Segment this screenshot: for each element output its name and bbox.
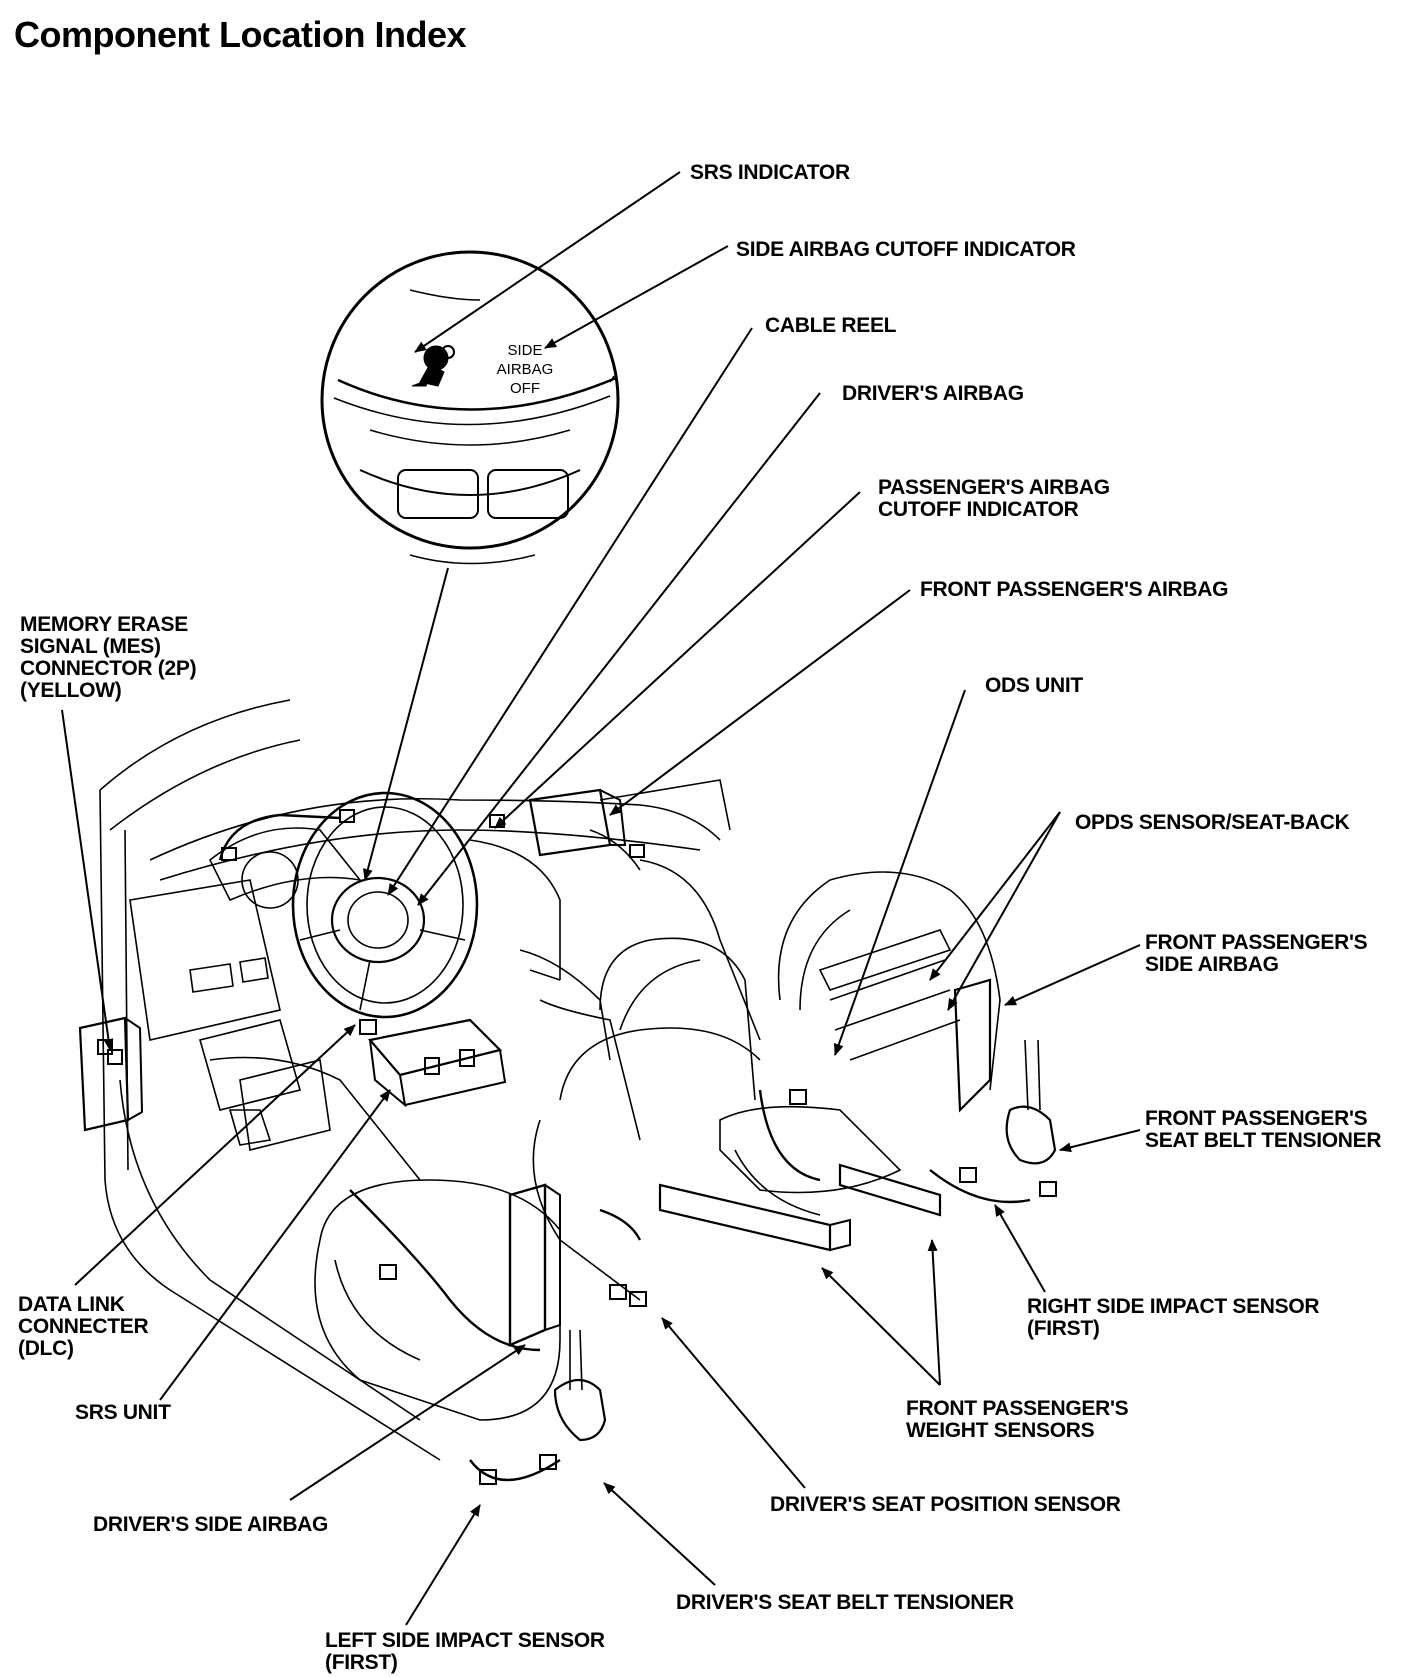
label-opds-sensor-seat-back: OPDS SENSOR/SEAT-BACK (1075, 811, 1350, 834)
label-drivers-airbag: DRIVER'S AIRBAG (842, 382, 1024, 405)
leader-inset-to-dash (362, 567, 449, 881)
leader-srs-unit (159, 1089, 391, 1401)
leader-side-airbag-cutoff-indicator (544, 245, 729, 349)
label-drivers-side-airbag: DRIVER'S SIDE AIRBAG (93, 1513, 329, 1536)
srs-indicator-icon (411, 345, 455, 387)
label-front-passengers-weight-sensors: FRONT PASSENGER'S WEIGHT SENSORS (906, 1397, 1129, 1442)
label-ods-unit: ODS UNIT (985, 674, 1083, 697)
vehicle-interior-drawing (78, 699, 1057, 1485)
leader-drivers-airbag (417, 392, 821, 906)
label-drivers-seat-position-sensor: DRIVER'S SEAT POSITION SENSOR (770, 1493, 1121, 1516)
leader-right-side-impact-sensor (994, 1204, 1046, 1293)
leader-passengers-airbag-cutoff-indicator (494, 491, 861, 829)
leader-srs-indicator (414, 171, 681, 353)
leader-cable-reel (387, 327, 753, 896)
leader-left-side-impact-sensor (405, 1504, 481, 1626)
leader-drivers-side-airbag (289, 1344, 526, 1501)
inset-side-airbag-off-line2: AIRBAG (497, 361, 554, 378)
leader-front-passengers-side-airbag (1004, 944, 1141, 1006)
leader-weight-sensor-2 (821, 1267, 941, 1386)
label-cable-reel: CABLE REEL (765, 314, 897, 337)
leader-data-link-connector (74, 1024, 356, 1286)
label-drivers-seat-belt-tensioner: DRIVER'S SEAT BELT TENSIONER (676, 1591, 1014, 1614)
leader-mes-connector (61, 709, 114, 1051)
leader-front-passengers-airbag (609, 589, 911, 816)
inset-magnifier (320, 250, 620, 565)
label-front-passengers-airbag: FRONT PASSENGER'S AIRBAG (920, 578, 1229, 601)
leader-front-passengers-seat-belt-tensioner (1059, 1129, 1141, 1153)
label-side-airbag-cutoff-indicator: SIDE AIRBAG CUTOFF INDICATOR (736, 238, 1076, 261)
leader-ods-unit (833, 689, 966, 1056)
label-left-side-impact-sensor: LEFT SIDE IMPACT SENSOR (FIRST) (325, 1629, 605, 1674)
label-data-link-connector: DATA LINK CONNECTER (DLC) (18, 1293, 149, 1360)
leader-drivers-seat-belt-tensioner (603, 1482, 716, 1586)
leader-opds-1 (929, 811, 1061, 981)
label-srs-indicator: SRS INDICATOR (690, 161, 850, 184)
leader-weight-sensor-1 (927, 1239, 941, 1386)
leader-drivers-seat-position-sensor (661, 1317, 806, 1489)
label-right-side-impact-sensor: RIGHT SIDE IMPACT SENSOR (FIRST) (1027, 1295, 1320, 1340)
inset-side-airbag-off-line1: SIDE (507, 342, 542, 359)
inset-side-airbag-off-line3: OFF (510, 380, 540, 397)
label-memory-erase-signal-connector: MEMORY ERASE SIGNAL (MES) CONNECTOR (2P)… (20, 613, 197, 702)
leader-lines (61, 171, 1141, 1626)
leader-opds-2 (947, 811, 1061, 1011)
label-front-passengers-seat-belt-tensioner: FRONT PASSENGER'S SEAT BELT TENSIONER (1145, 1107, 1382, 1152)
label-srs-unit: SRS UNIT (75, 1401, 171, 1424)
label-front-passengers-side-airbag: FRONT PASSENGER'S SIDE AIRBAG (1145, 931, 1368, 976)
page-title: Component Location Index (14, 14, 467, 55)
label-passengers-airbag-cutoff-indicator: PASSENGER'S AIRBAG CUTOFF INDICATOR (878, 476, 1110, 521)
